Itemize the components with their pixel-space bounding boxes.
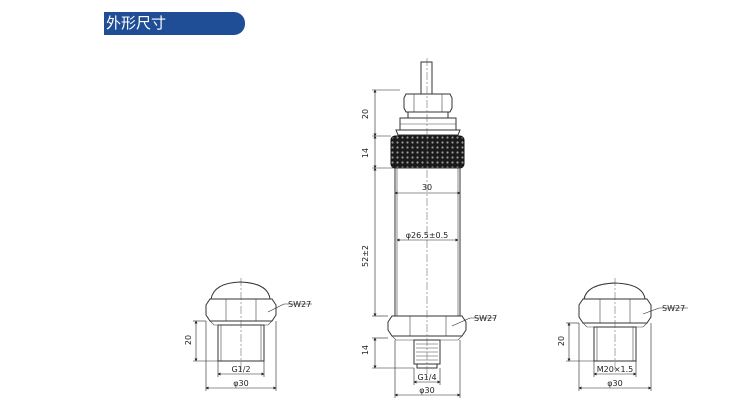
left-dim-height: 20 xyxy=(184,335,193,345)
dim-thread-height: 14 xyxy=(361,345,370,355)
dim-body-length: 52±2 xyxy=(361,245,370,267)
center-hex-label: SW27 xyxy=(474,314,497,323)
page-title: 外形尺寸 xyxy=(106,14,167,32)
left-fitting: SW27 20 G1/2 φ30 xyxy=(184,278,312,391)
gland-nut xyxy=(403,93,453,113)
left-hex-label: SW27 xyxy=(288,300,311,309)
right-dome xyxy=(583,282,646,300)
center-base-diameter: φ30 xyxy=(419,386,434,395)
right-hex-label: SW27 xyxy=(662,304,685,313)
dim-knurl-height: 14 xyxy=(361,148,370,158)
center-sensor: 20 14 52±2 14 30 φ26.5±0.5 SW27 G1/4 φ30 xyxy=(361,58,497,398)
right-thread-label: M20×1.5 xyxy=(597,365,634,374)
gland-collar xyxy=(407,111,449,119)
center-thread-label: G1/4 xyxy=(417,373,436,382)
knurled-nut xyxy=(390,135,465,169)
dim-body-width: 30 xyxy=(422,183,432,192)
right-dim-height: 20 xyxy=(557,336,566,346)
title-bar xyxy=(104,12,245,35)
left-thread-label: G1/2 xyxy=(231,365,250,374)
cable xyxy=(420,61,433,95)
gland-flange xyxy=(395,129,461,136)
left-dim-diameter: φ30 xyxy=(233,379,248,388)
right-fitting: SW27 20 M20×1.5 φ30 xyxy=(557,278,688,391)
right-dim-diameter: φ30 xyxy=(607,379,622,388)
dim-top-height: 20 xyxy=(361,109,370,119)
left-dome xyxy=(210,281,271,300)
dim-body-diameter: φ26.5±0.5 xyxy=(406,231,449,240)
